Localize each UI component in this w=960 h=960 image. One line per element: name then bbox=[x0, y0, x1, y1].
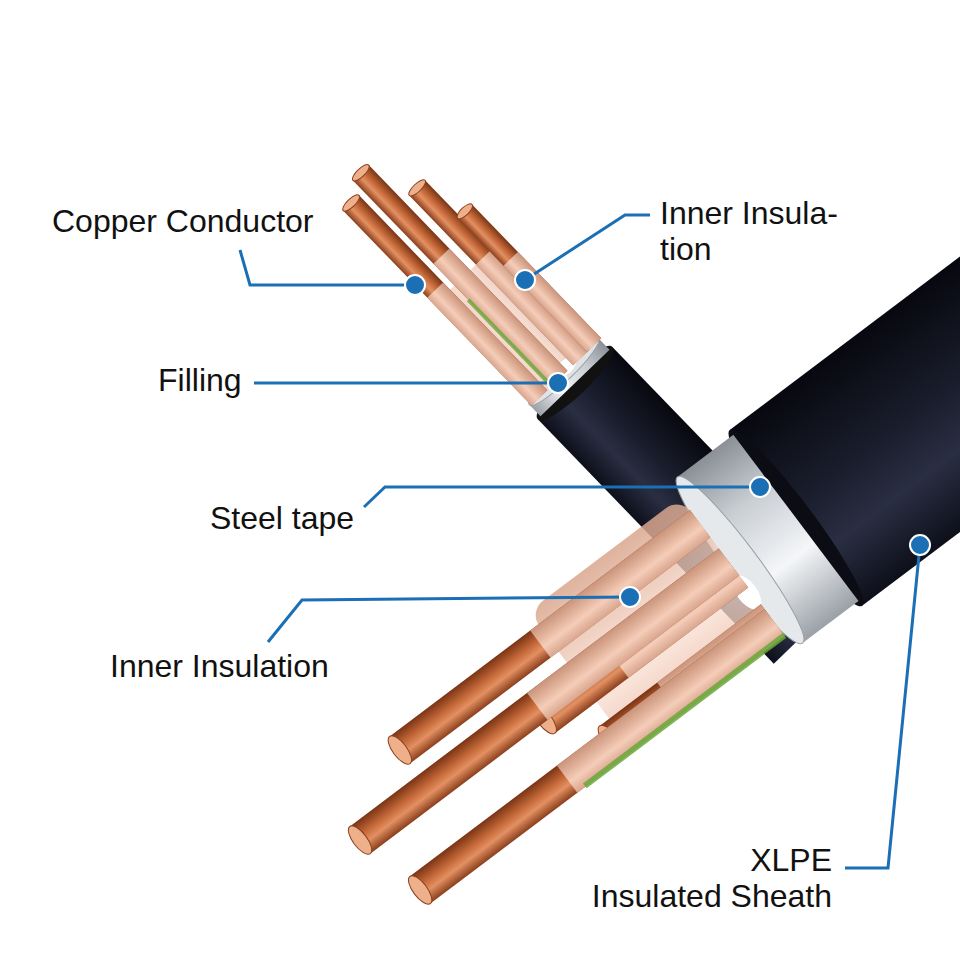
leader-lines bbox=[240, 215, 920, 868]
leader-dot bbox=[405, 275, 425, 295]
callout-label: Filling bbox=[158, 362, 298, 398]
leader-dots bbox=[405, 270, 930, 607]
leader-dot bbox=[548, 373, 568, 393]
leader-line bbox=[268, 597, 630, 642]
lower-cable bbox=[291, 183, 960, 936]
leader-line bbox=[845, 545, 920, 868]
leader-dot bbox=[750, 477, 770, 497]
callout-label: XLPE Insulated Sheath bbox=[542, 842, 832, 914]
leader-line bbox=[525, 215, 650, 280]
leader-line bbox=[364, 487, 760, 507]
leader-dot bbox=[620, 587, 640, 607]
callout-label: Inner Insula- tion bbox=[660, 195, 870, 267]
callout-label: Steel tape bbox=[210, 500, 410, 536]
leader-dot bbox=[910, 535, 930, 555]
leader-dot bbox=[515, 270, 535, 290]
callout-label: Copper Conductor bbox=[52, 203, 372, 239]
lower-cores bbox=[315, 510, 786, 920]
upper-cores bbox=[330, 130, 601, 406]
leader-line bbox=[254, 382, 558, 385]
leader-line bbox=[240, 250, 415, 285]
callout-label: Inner Insulation bbox=[110, 648, 410, 684]
